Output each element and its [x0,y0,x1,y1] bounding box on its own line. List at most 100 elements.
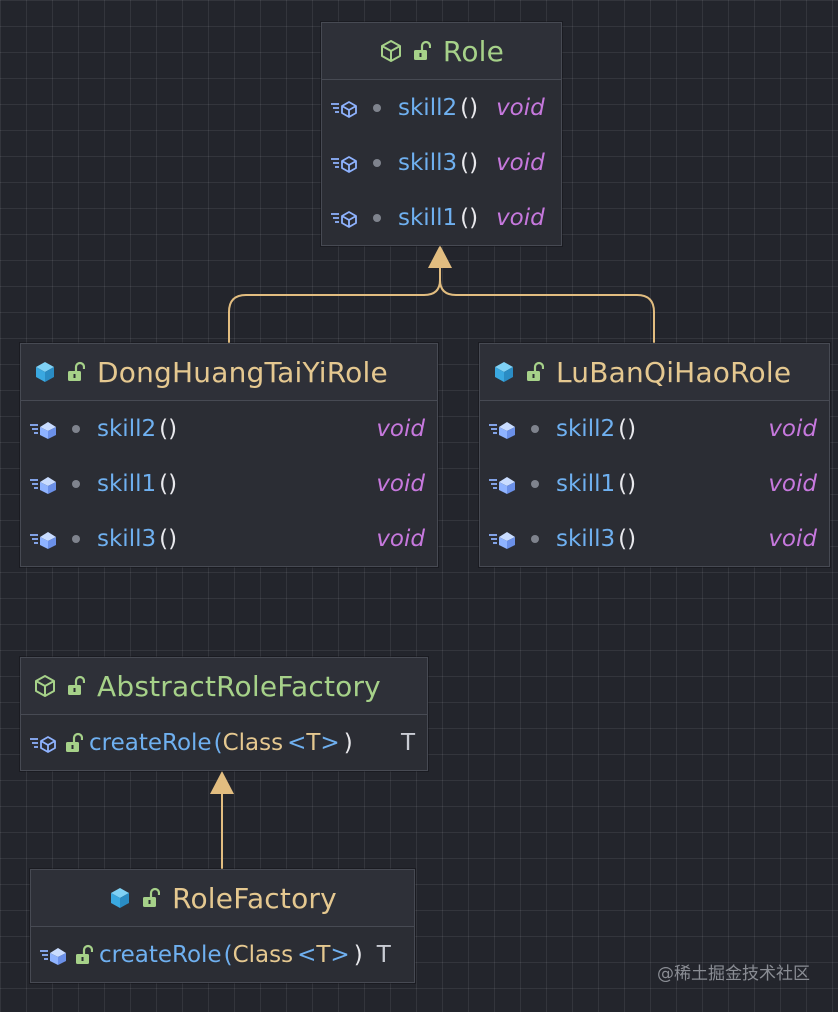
arrowhead-role [428,245,452,268]
unlocked-icon [525,361,544,383]
generic-close: > [320,729,340,756]
abstract-method-icon [330,210,357,228]
return-type: void [768,525,817,552]
method-row[interactable]: skill2 () void [322,80,561,135]
concrete-class-icon [495,362,513,382]
method-name: skill2 [556,415,616,442]
class-title: AbstractRoleFactory [97,669,381,703]
method-params: () [159,525,178,552]
package-visibility-icon [65,534,87,543]
method-params: () [460,149,479,176]
method-row[interactable]: skill2 () void [480,401,829,456]
method-name: skill2 [398,94,458,121]
return-type: void [496,94,545,121]
generic-type: T [306,729,321,756]
concrete-class-icon [36,362,54,382]
method-icon [29,475,57,494]
paren-close: ) [343,729,353,756]
class-rolefactory-header: RoleFactory [31,870,414,927]
method-icon [488,475,516,494]
return-type: void [496,204,545,231]
method-icon [488,530,516,549]
generic-open: < [297,941,317,968]
method-row[interactable]: createRole ( Class < T > ) T [21,715,427,770]
class-title: RoleFactory [172,881,337,915]
connector-donghuang-to-role [228,268,441,343]
abstract-class-icon [35,675,55,697]
watermark: @稀土掘金技术社区 [657,964,810,984]
generic-open: < [287,729,307,756]
connector-luban-to-role [439,279,655,343]
method-params: () [460,94,479,121]
method-icon [39,946,67,965]
class-role-header: Role [322,23,561,80]
class-title: DongHuangTaiYiRole [97,355,388,389]
method-name: skill3 [398,149,458,176]
unlocked-icon [412,40,431,62]
method-row[interactable]: skill1 () void [21,456,437,511]
concrete-class-icon [111,888,130,908]
return-type: void [376,415,425,442]
method-row[interactable]: skill3 () void [322,135,561,190]
class-title: LuBanQiHaoRole [556,355,792,389]
method-name: createRole [99,941,222,968]
class-role[interactable]: Role skill2 () void skill3 () void skill… [321,22,562,246]
paren-close: ) [353,941,363,968]
abstract-method-icon [29,735,56,753]
paren-open: ( [223,941,233,968]
package-visibility-icon [366,103,388,112]
method-params: () [460,204,479,231]
abstract-method-icon [330,100,357,118]
package-visibility-icon [65,479,87,488]
unlocked-icon [64,732,83,753]
class-rolefactory[interactable]: RoleFactory createRole ( Class < T > ) T [30,869,415,983]
abstract-class-icon [380,40,401,62]
class-luban-header: LuBanQiHaoRole [480,344,829,401]
class-donghuang-header: DongHuangTaiYiRole [21,344,437,401]
method-name: skill2 [97,415,157,442]
method-row[interactable]: skill3 () void [21,511,437,566]
method-icon [29,530,57,549]
abstract-method-icon [330,155,357,173]
method-params: () [159,415,178,442]
method-icon [488,420,516,439]
return-type: void [376,525,425,552]
arrowhead-abstract-factory [210,771,234,794]
unlocked-icon [66,675,85,697]
method-name: skill1 [556,470,616,497]
unlocked-icon [66,361,85,383]
return-type: void [768,415,817,442]
method-name: skill3 [97,525,157,552]
method-name: skill3 [556,525,616,552]
method-name: createRole [89,729,212,756]
paren-open: ( [213,729,223,756]
class-abstractrolefactory-header: AbstractRoleFactory [21,658,427,715]
package-visibility-icon [524,424,546,433]
class-abstractrolefactory[interactable]: AbstractRoleFactory createRole ( Class <… [20,657,428,771]
method-params: () [618,470,637,497]
package-visibility-icon [366,158,388,167]
method-row[interactable]: createRole ( Class < T > ) T [31,927,414,982]
method-row[interactable]: skill1 () void [480,456,829,511]
class-title: Role [442,34,505,68]
method-row[interactable]: skill3 () void [480,511,829,566]
unlocked-icon [141,887,161,909]
class-lubanqihaorole[interactable]: LuBanQiHaoRole skill2 () void skill1 () … [479,343,830,567]
param-type: Class [222,729,284,756]
class-donghuangtaiyirole[interactable]: DongHuangTaiYiRole skill2 () void skill1… [20,343,438,567]
method-name: skill1 [398,204,458,231]
method-icon [29,420,57,439]
return-type: void [496,149,545,176]
unlocked-icon [74,944,93,965]
package-visibility-icon [366,213,388,222]
return-type: T [400,729,415,756]
package-visibility-icon [524,534,546,543]
method-row[interactable]: skill1 () void [322,190,561,245]
method-params: () [159,470,178,497]
generic-type: T [316,941,331,968]
method-row[interactable]: skill2 () void [21,401,437,456]
generic-close: > [330,941,350,968]
return-type: void [376,470,425,497]
method-name: skill1 [97,470,157,497]
